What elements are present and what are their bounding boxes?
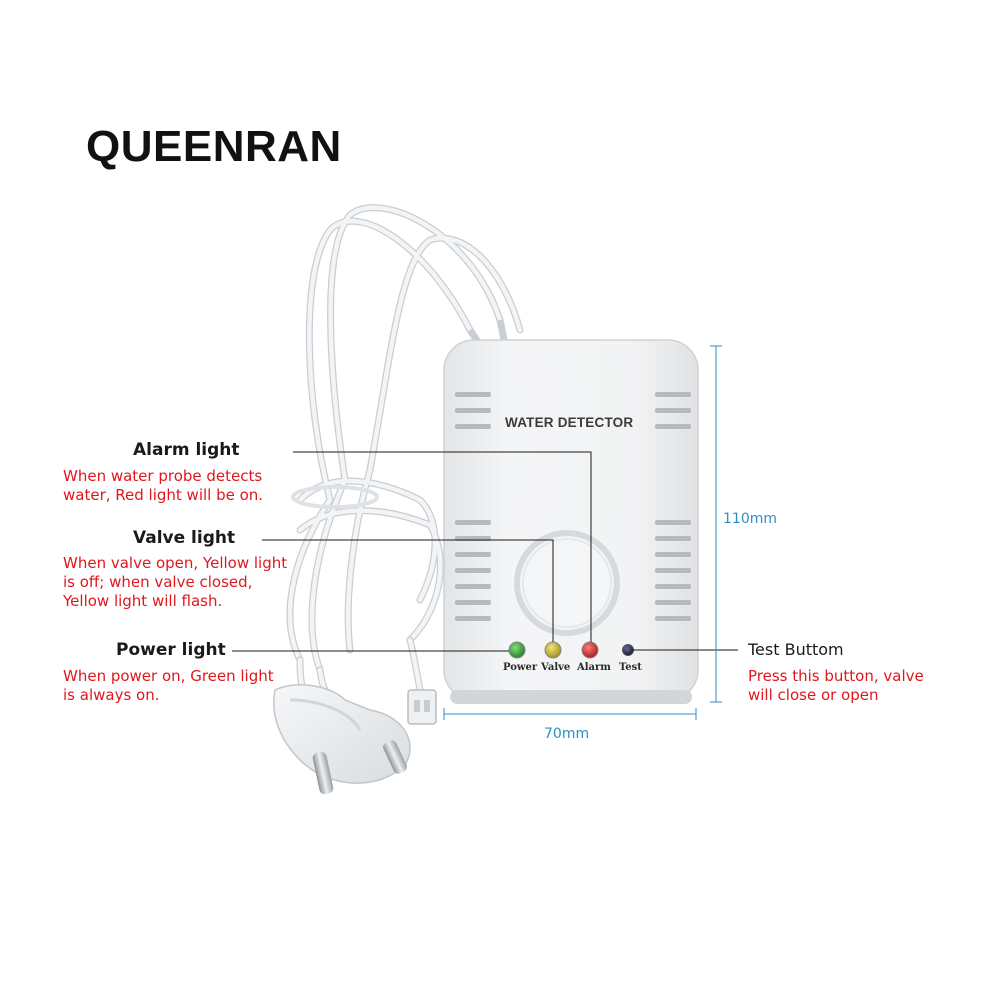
test-button-description: Press this button, valve will close or o…: [748, 667, 924, 704]
valve-leader-line: [262, 539, 554, 642]
valve-led: [544, 641, 562, 659]
test-button-title: Test Buttom: [748, 640, 844, 659]
detector-device: [443, 339, 699, 704]
alarm-leader-line: [293, 451, 592, 642]
alarm-led: [581, 641, 599, 659]
probe-connector: [407, 689, 437, 725]
test-button-label: Test: [619, 662, 642, 673]
valve-light-description: When valve open, Yellow light is off; wh…: [63, 554, 288, 610]
height-dimension-label: 110mm: [723, 511, 777, 527]
power-plug: [273, 684, 411, 795]
leader-lines: [232, 451, 738, 652]
brand-logo-text: QUEENRAN: [86, 122, 342, 171]
alarm-light-title: Alarm light: [133, 440, 240, 460]
alarm-led-label: Alarm: [577, 662, 611, 673]
test-button-dot[interactable]: [622, 644, 634, 656]
power-light-description: When power on, Green light is always on.: [63, 667, 274, 704]
cable-coil: [286, 204, 524, 709]
alarm-light-description: When water probe detects water, Red ligh…: [63, 467, 264, 504]
dimension-lines: [443, 345, 722, 720]
power-led-label: Power: [503, 662, 538, 673]
power-led: [508, 641, 526, 659]
width-dimension-label: 70mm: [544, 726, 590, 742]
valve-led-label: Valve: [541, 662, 571, 673]
device-label: WATER DETECTOR: [505, 415, 634, 430]
valve-light-title: Valve light: [133, 528, 236, 548]
power-light-title: Power light: [116, 640, 226, 660]
